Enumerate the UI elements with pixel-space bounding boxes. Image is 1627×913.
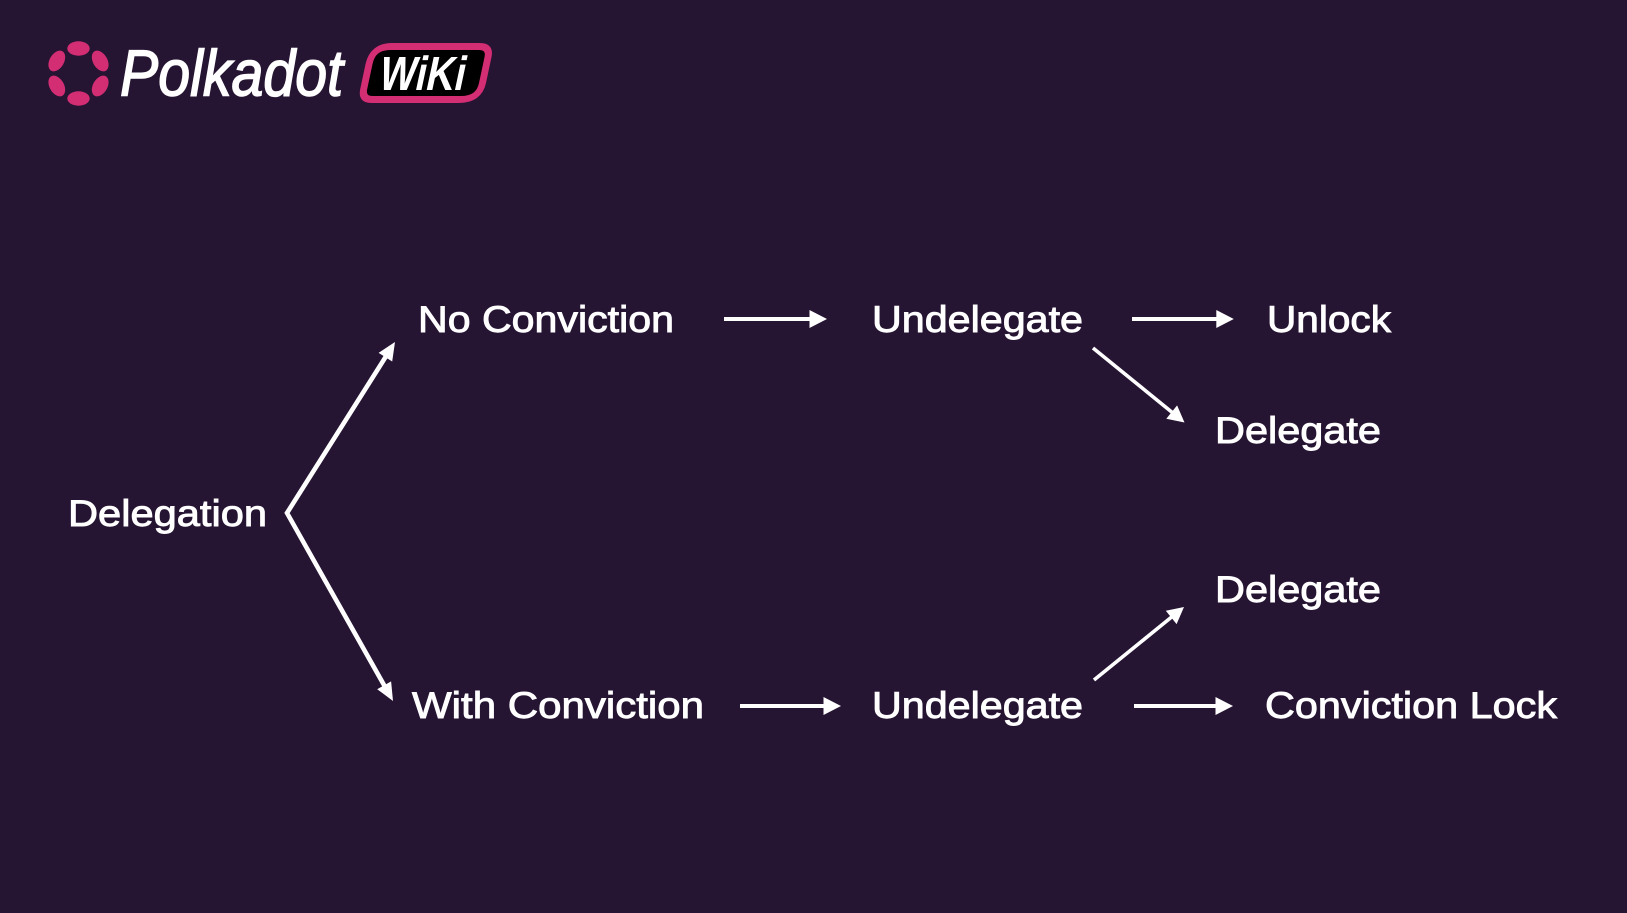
svg-text:Delegation: Delegation [68,493,267,534]
svg-text:Polkadot: Polkadot [120,37,346,110]
svg-text:With Conviction: With Conviction [412,685,704,726]
svg-text:Delegate: Delegate [1215,569,1381,610]
svg-text:WiKi: WiKi [375,47,472,100]
svg-text:Undelegate: Undelegate [872,299,1083,340]
svg-text:Undelegate: Undelegate [872,685,1083,726]
svg-text:Delegate: Delegate [1215,410,1381,451]
svg-text:Conviction Lock: Conviction Lock [1265,685,1558,726]
svg-text:No Conviction: No Conviction [418,299,674,340]
svg-text:Unlock: Unlock [1267,299,1392,340]
